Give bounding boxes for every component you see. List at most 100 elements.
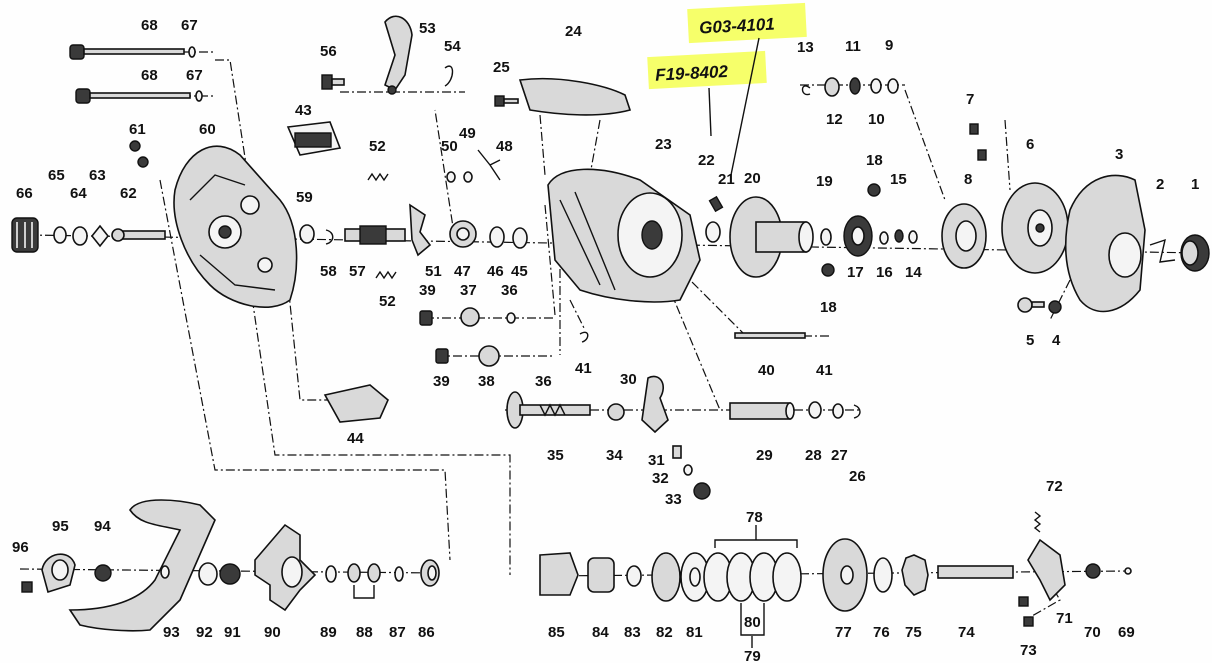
part-label-52b: 52 xyxy=(379,293,396,310)
part-53-drawing xyxy=(384,15,413,95)
part-label-57: 57 xyxy=(349,263,366,280)
part-54-drawing xyxy=(444,65,454,87)
part-label-67a: 67 xyxy=(181,17,198,34)
part-78-bracket xyxy=(714,539,798,548)
part-8-drawing xyxy=(941,203,987,269)
part-label-19: 19 xyxy=(816,173,833,190)
part-label-78: 78 xyxy=(746,509,763,526)
part-80-drawing xyxy=(703,552,802,636)
part-label-91: 91 xyxy=(224,624,241,641)
part-label-56: 56 xyxy=(320,43,337,60)
part-88-drawing xyxy=(347,563,381,599)
part-label-86: 86 xyxy=(418,624,435,641)
part-label-84: 84 xyxy=(592,624,609,641)
part-14-drawing xyxy=(908,230,918,244)
part-label-45: 45 xyxy=(511,263,528,280)
part-label-18b: 18 xyxy=(820,299,837,316)
part-label-70: 70 xyxy=(1084,624,1101,641)
part-label-96: 96 xyxy=(12,539,29,556)
part-label-34: 34 xyxy=(606,447,623,464)
part-7-drawing xyxy=(969,123,987,161)
part-71-drawing xyxy=(1027,538,1066,602)
part-label-93: 93 xyxy=(163,624,180,641)
part-label-5: 5 xyxy=(1026,332,1034,349)
part-50-drawing xyxy=(446,171,456,183)
part-label-4: 4 xyxy=(1052,332,1061,349)
part-84-drawing xyxy=(587,557,615,593)
part-13-drawing xyxy=(801,85,811,96)
part-label-7: 7 xyxy=(966,91,974,108)
part-label-32: 32 xyxy=(652,470,669,487)
part-label-72: 72 xyxy=(1046,478,1063,495)
part-10-drawing xyxy=(870,78,882,94)
part-label-36a: 36 xyxy=(501,282,518,299)
part-label-44: 44 xyxy=(347,430,364,447)
part-label-67b: 67 xyxy=(186,67,203,84)
part-label-41a: 41 xyxy=(575,360,592,377)
part-label-39b: 39 xyxy=(433,373,450,390)
part-72-drawing xyxy=(1033,511,1042,533)
part-label-68a: 68 xyxy=(141,17,158,34)
part-label-21: 21 xyxy=(718,171,735,188)
annotation-leader-1 xyxy=(730,37,760,176)
part-49-drawing xyxy=(463,171,473,183)
part-label-49: 49 xyxy=(459,125,476,142)
part-label-23: 23 xyxy=(655,136,672,153)
part-label-90: 90 xyxy=(264,624,281,641)
part-90-drawing xyxy=(254,523,317,612)
part-34-drawing xyxy=(607,403,625,421)
part-65-drawing xyxy=(53,226,67,244)
svg-text:F19-8402: F19-8402 xyxy=(655,62,729,85)
part-2-drawing xyxy=(1149,238,1176,263)
part-label-38: 38 xyxy=(478,373,495,390)
part-95-drawing xyxy=(41,553,76,594)
part-label-69: 69 xyxy=(1118,624,1135,641)
part-label-17: 17 xyxy=(847,264,864,281)
part-label-8: 8 xyxy=(964,171,972,188)
part-label-27: 27 xyxy=(831,447,848,464)
part-48-drawing xyxy=(477,149,501,181)
part-86-drawing xyxy=(420,559,440,587)
part-77-drawing xyxy=(822,538,868,612)
part-21-drawing xyxy=(708,195,724,213)
part-83-drawing xyxy=(626,565,642,587)
annotation-f19-8402: F19-8402 xyxy=(647,50,767,90)
part-label-28: 28 xyxy=(805,447,822,464)
part-label-53: 53 xyxy=(419,20,436,37)
part-label-65: 65 xyxy=(48,167,65,184)
part-67-drawing xyxy=(188,46,203,102)
part-label-77: 77 xyxy=(835,624,852,641)
part-label-15: 15 xyxy=(890,171,907,188)
part-label-30: 30 xyxy=(620,371,637,388)
part-12-drawing xyxy=(824,77,840,97)
part-label-9: 9 xyxy=(885,37,893,54)
part-label-48: 48 xyxy=(496,138,513,155)
part-label-76: 76 xyxy=(873,624,890,641)
part-37-drawing xyxy=(460,307,480,327)
part-label-59: 59 xyxy=(296,189,313,206)
part-label-92: 92 xyxy=(196,624,213,641)
part-label-88: 88 xyxy=(356,624,373,641)
part-18-drawing xyxy=(821,183,881,277)
part-68-drawing xyxy=(69,44,191,104)
part-96-drawing xyxy=(21,581,33,593)
part-16-drawing xyxy=(879,231,889,245)
svg-text:G03-4101: G03-4101 xyxy=(699,15,776,38)
part-label-63: 63 xyxy=(89,167,106,184)
part-label-95: 95 xyxy=(52,518,69,535)
part-31-drawing xyxy=(672,445,682,459)
part-label-41b: 41 xyxy=(816,362,833,379)
part-label-75: 75 xyxy=(905,624,922,641)
part-58-drawing xyxy=(325,229,334,245)
part-57-drawing xyxy=(344,225,406,245)
part-51-drawing xyxy=(409,203,432,257)
part-label-66: 66 xyxy=(16,185,33,202)
part-6-drawing xyxy=(1001,182,1069,274)
part-70-drawing xyxy=(1085,563,1101,579)
part-label-52a: 52 xyxy=(369,138,386,155)
part-label-80: 80 xyxy=(744,614,761,631)
part-label-12: 12 xyxy=(826,111,843,128)
part-label-83: 83 xyxy=(624,624,641,641)
